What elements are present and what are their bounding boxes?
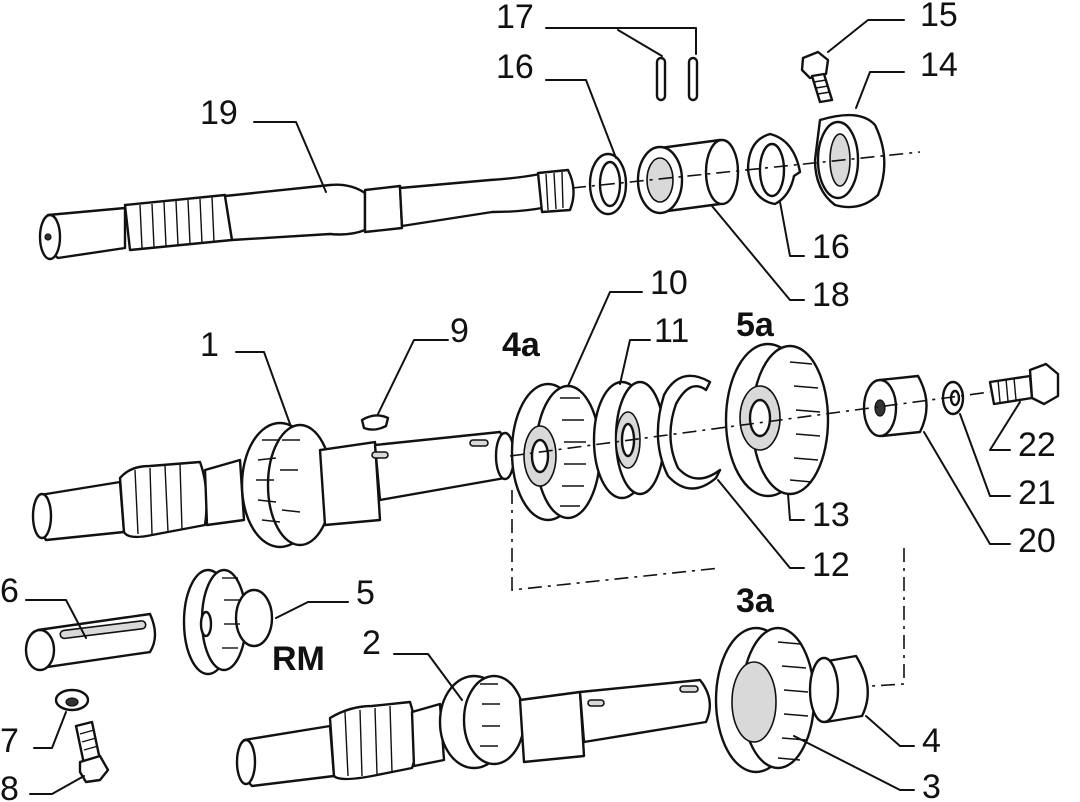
gear-13-5a [724, 342, 830, 498]
callout-22: 22 [1018, 426, 1056, 464]
synchronizer-11 [592, 380, 666, 500]
secondary-shaft-1 [31, 421, 516, 549]
leader-lines [25, 19, 1021, 795]
bolt-22 [988, 362, 1060, 406]
callout-7: 7 [0, 722, 19, 760]
bolt-8 [74, 720, 110, 784]
reverse-idler-shaft-6 [24, 612, 157, 672]
callout-21: 21 [1018, 474, 1056, 512]
callout-15: 15 [920, 0, 958, 34]
gear-label-5a: 5a [736, 306, 775, 344]
callout-14: 14 [920, 46, 958, 84]
gear-label-4a: 4a [502, 326, 541, 364]
callout-16-top: 16 [496, 48, 534, 86]
gear-10-4a [510, 382, 602, 522]
callout-11: 11 [654, 312, 689, 350]
callout-4: 4 [922, 722, 941, 760]
snap-ring-16-right [746, 132, 802, 206]
washer-7 [54, 688, 90, 712]
callout-12: 12 [812, 546, 850, 584]
bushing-4 [808, 654, 869, 724]
bolt-15 [800, 50, 834, 104]
callout-19: 19 [200, 94, 238, 132]
callout-17: 17 [496, 0, 534, 36]
callout-16-right: 16 [812, 228, 850, 266]
gear-label-3a: 3a [736, 582, 775, 620]
callout-labels: 19 16 17 15 14 16 18 1 9 10 11 13 12 22 … [0, 0, 1056, 802]
callout-2: 2 [362, 624, 381, 662]
primary-shaft-19 [38, 168, 575, 261]
callout-3: 3 [922, 768, 941, 802]
callout-8: 8 [0, 770, 19, 802]
callout-6: 6 [0, 572, 19, 610]
gear-3-3a [714, 626, 816, 774]
snap-ring-12 [656, 374, 722, 490]
output-shaft-2 [235, 674, 712, 788]
callout-13: 13 [812, 496, 850, 534]
callout-1: 1 [200, 326, 219, 364]
pins-17 [655, 56, 699, 102]
callout-5: 5 [356, 574, 375, 612]
callout-20: 20 [1018, 522, 1056, 560]
gear-label-rm: RM [272, 640, 325, 678]
gear-labels: 4a 5a 3a RM [272, 306, 775, 678]
callout-9: 9 [450, 312, 469, 350]
spacer-20 [862, 374, 928, 438]
callout-18: 18 [812, 276, 850, 314]
callout-10: 10 [650, 264, 688, 302]
reverse-gear-5 [182, 568, 274, 676]
woodruff-key-9 [360, 414, 390, 431]
